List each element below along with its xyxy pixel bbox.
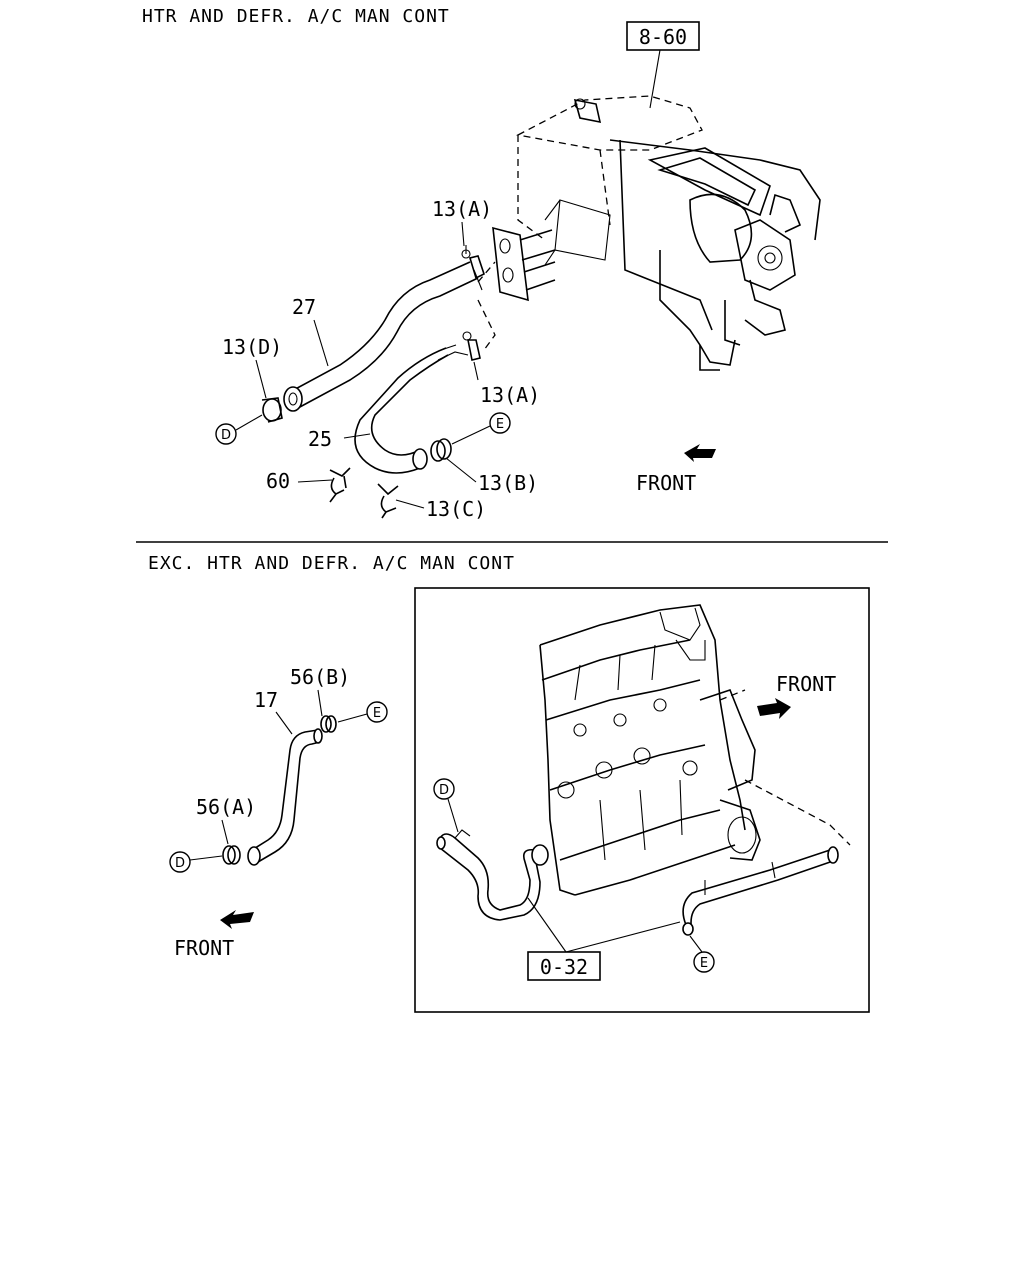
front-indicator-bottom: FRONT: [174, 910, 254, 960]
connector-e-inset[interactable]: E: [689, 935, 715, 973]
front-arrow-icon: [684, 444, 716, 462]
clamp-56a-label: 56(A): [196, 795, 256, 819]
connector-d-inset[interactable]: D: [433, 778, 459, 833]
clamp-56a[interactable]: [222, 845, 241, 865]
hose-17-label: 17: [254, 688, 278, 712]
clamp-13a-upper[interactable]: [461, 245, 485, 280]
connector-e-top-text: E: [496, 417, 504, 432]
engine-group-reference-label: 0-32: [540, 955, 588, 979]
clamp-13c[interactable]: [377, 483, 399, 519]
clamp-13a-lower-label: 13(A): [480, 383, 540, 407]
top-section-header: HTR AND DEFR. A/C MAN CONT: [142, 6, 450, 27]
connector-d-bottom-text: D: [175, 856, 185, 871]
bottom-section-header: EXC. HTR AND DEFR. A/C MAN CONT: [148, 553, 515, 574]
clamp-56b[interactable]: [320, 715, 337, 733]
engine-inset-frame: [414, 587, 870, 1013]
clamp-56b-label: 56(B): [290, 665, 350, 689]
hose-17[interactable]: [247, 728, 323, 866]
hose-25-label: 25: [308, 427, 332, 451]
heater-unit-reference-label: 8-60: [639, 25, 687, 49]
connector-e-inset-text: E: [700, 956, 708, 971]
clamp-13d-label: 13(D): [222, 335, 282, 359]
engine-block: [539, 604, 761, 896]
hose-25[interactable]: [354, 344, 469, 474]
clip-60-label: 60: [266, 469, 290, 493]
clamp-13a-upper-label: 13(A): [432, 197, 492, 221]
connector-d-top[interactable]: D: [215, 414, 263, 445]
connector-d-inset-text: D: [439, 783, 449, 798]
engine-group-reference[interactable]: 0-32: [527, 897, 681, 981]
clamp-13b-label: 13(B): [478, 471, 538, 495]
front-arrow-icon: [220, 910, 254, 929]
hose-27-label: 27: [292, 295, 316, 319]
front-label-inset: FRONT: [776, 672, 836, 696]
front-arrow-icon: [757, 698, 791, 719]
connector-e-top[interactable]: E: [451, 412, 511, 445]
front-label-bottom: FRONT: [174, 936, 234, 960]
front-indicator-top: FRONT: [636, 444, 716, 495]
clamp-13b[interactable]: [430, 438, 452, 462]
heater-unit-reference[interactable]: 8-60: [626, 21, 700, 109]
front-label-top: FRONT: [636, 471, 696, 495]
connector-d-bottom[interactable]: D: [169, 851, 223, 873]
connector-e-bottom[interactable]: E: [337, 701, 388, 723]
clip-60[interactable]: [329, 467, 351, 503]
clamp-13d[interactable]: [261, 397, 283, 423]
clamp-13c-label: 13(C): [426, 497, 486, 521]
clamp-13a-lower[interactable]: [462, 331, 481, 361]
connector-d-top-text: D: [221, 428, 231, 443]
connector-e-bottom-text: E: [373, 706, 381, 721]
hose-27[interactable]: [283, 261, 483, 412]
engine-hose-group[interactable]: [436, 689, 851, 936]
heater-unit-assembly: [492, 95, 821, 371]
front-indicator-inset: FRONT: [757, 672, 836, 719]
